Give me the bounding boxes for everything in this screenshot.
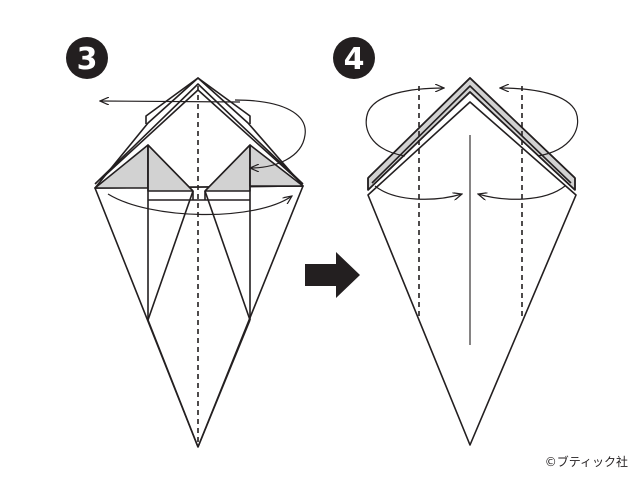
step-4-right-inward-arrow [478,185,566,199]
step-3-top-arrow [100,101,241,102]
step-3-badge: 3 [66,37,108,79]
copyright-credit: ©ブティック社 [544,455,628,469]
step-3-number: 3 [77,42,98,77]
step-4-left-loop-arrow [365,88,444,157]
step-4-number: 4 [344,42,365,77]
step-4-right-loop-arrow [500,88,579,157]
step-4-paper [367,77,577,446]
step-3: 3 [66,37,306,448]
step-3-fold-back-arrow [234,99,306,168]
right-arrow-icon [305,252,360,298]
step-3-bottom-arrow [107,193,292,216]
step-4: 4 [333,37,579,446]
step-4-badge: 4 [333,37,375,79]
step-4-left-inward-arrow [374,185,462,199]
step-3-paper [94,77,304,448]
